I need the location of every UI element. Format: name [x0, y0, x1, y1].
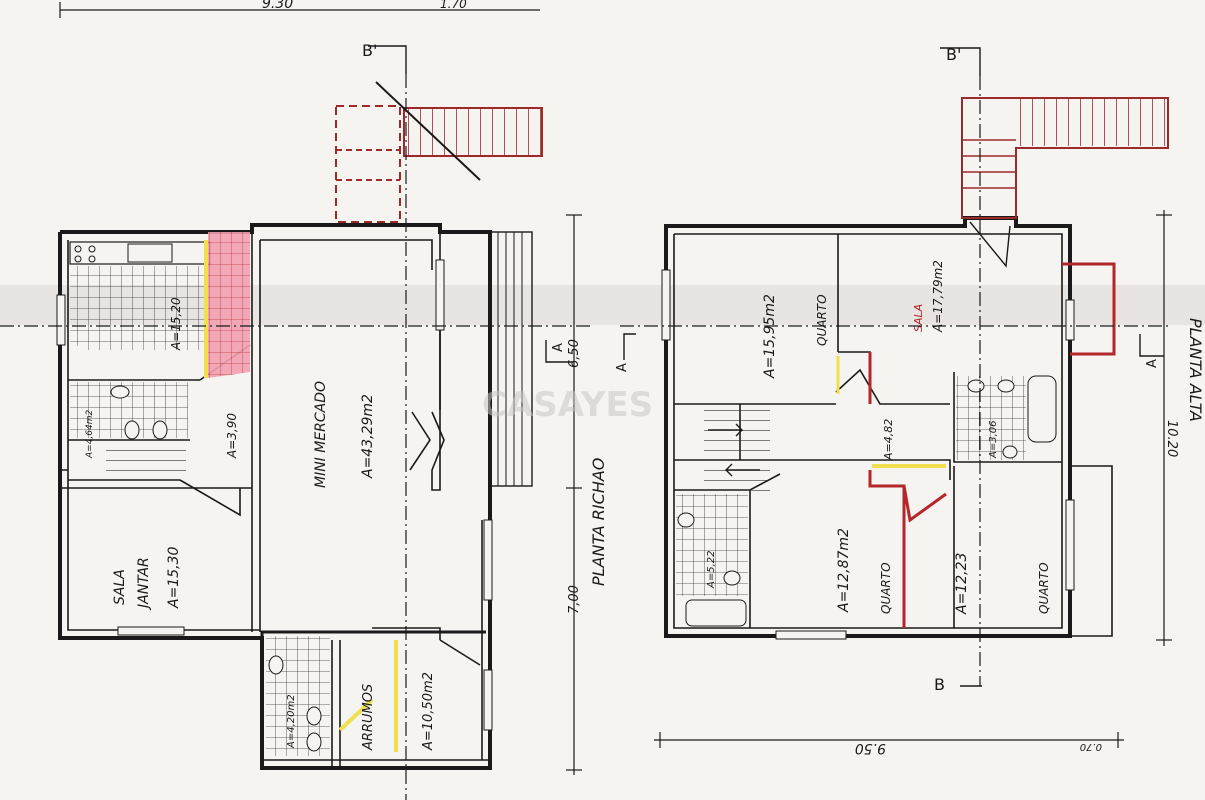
ground-right-dimension: 6,50 7,00 PLANTA RICHAO	[566, 214, 608, 775]
kitchen-demolition-zone	[208, 232, 250, 378]
sala-jantar-name-2: JANTAR	[136, 557, 152, 611]
stove-burner-icon	[88, 255, 96, 263]
quarto3-area: A=12,23	[954, 553, 970, 615]
wc2-area-label: A=4,20m2	[286, 694, 297, 749]
kitchen: A=15,20	[69, 232, 250, 378]
watermark: CASAYES	[482, 385, 653, 425]
quarto1-area: A=15,95m2	[762, 294, 778, 379]
upper-red-modifications	[868, 262, 1116, 628]
upper-section-line-b: B' B	[934, 45, 982, 694]
upper-floor-title: PLANTA ALTA	[1186, 318, 1205, 422]
yellow-partition-mark	[338, 640, 398, 752]
upper-section-b-label: B	[934, 675, 945, 694]
ground-dim-top: 9.30	[262, 0, 293, 12]
ground-dim-right-total: 7,00	[567, 585, 582, 614]
quarto3-name: QUARTO	[1037, 562, 1051, 614]
sala-jantar-room: SALA JANTAR A=15,30	[112, 547, 182, 611]
corridor-area: A=4,82	[882, 419, 895, 461]
upper-windows	[661, 269, 1075, 640]
ground-top-dimension: 9.30 1.70	[59, 0, 540, 18]
ground-external-stairs	[335, 81, 543, 223]
upper-external-stairs	[961, 97, 1169, 268]
upper-floor-plan: A=3,06 A=5,22 A=15,95m2 QUARTO SALA A=17…	[615, 45, 1205, 756]
upper-bottom-dimension: 9.50 0.70	[654, 732, 1124, 756]
stove-burner-icon	[74, 245, 82, 253]
upper-section-a-label-left: A	[615, 363, 630, 372]
minimercado-name: MINI MERCADO	[313, 381, 329, 488]
ground-dim-top-right: 1.70	[440, 0, 467, 11]
toilet-icon	[306, 706, 322, 726]
kitchen-area-label: A=15,20	[169, 297, 183, 351]
wc-area-label: A=4,64m2	[85, 409, 95, 459]
washbasin-icon	[110, 385, 130, 399]
upper-section-b-prime-label: B'	[946, 45, 961, 64]
sink-icon	[127, 243, 173, 263]
minimercado-room: MINI MERCADO A=43,29m2	[313, 381, 445, 488]
kitchen-counter	[69, 241, 211, 265]
upper-dim-bottom-right: 0.70	[1080, 741, 1102, 752]
arrumos-room: ARRUMOS A=10,50m2	[338, 640, 436, 752]
kitchen-tile-side	[70, 266, 86, 346]
ground-section-b-prime-label: B'	[362, 41, 377, 60]
ground-windows	[56, 259, 493, 731]
washbasin-icon	[268, 655, 284, 675]
arrumos-area: A=10,50m2	[421, 672, 436, 751]
toilet-icon	[124, 420, 140, 440]
quarto2-area: A=12,87m2	[836, 528, 852, 613]
arrumos-name: ARRUMOS	[361, 684, 376, 751]
kitchen-tile-floor	[86, 266, 206, 350]
upper-section-a-label-right: A	[1145, 359, 1160, 368]
upper-wc: A=3,06	[956, 375, 1057, 460]
sala-jantar-name-1: SALA	[112, 569, 128, 605]
bidet-icon	[1002, 445, 1018, 459]
entrance-door-icon	[409, 411, 445, 471]
upper-dim-right: 10.20	[1164, 420, 1179, 457]
ground-section-line-b: B'	[362, 41, 407, 800]
sala-jantar-area: A=15,30	[166, 547, 182, 609]
ground-dim-right-upper: 6,50	[567, 339, 582, 368]
upper-dim-bottom: 9.50	[855, 740, 886, 756]
ground-wc-2: A=4,20m2	[266, 636, 330, 756]
washbasin-icon	[967, 379, 985, 393]
upper-sala-name: SALA	[912, 304, 925, 332]
quarto2-name: QUARTO	[879, 562, 893, 614]
bathtub-icon	[685, 599, 747, 627]
stove-burner-icon	[88, 245, 96, 253]
ground-wc: A=4,64m2	[70, 382, 188, 480]
upper-internal-stairs	[704, 408, 770, 492]
stove-burner-icon	[74, 255, 82, 263]
toilet-icon	[997, 379, 1015, 393]
bathtub-icon	[1027, 375, 1057, 443]
upper-right-dimension: 10.20 PLANTA ALTA	[1156, 210, 1205, 646]
bidet-icon	[152, 420, 168, 440]
ground-floor-plan: 9.30 1.70	[0, 0, 608, 800]
minimercado-area: A=43,29m2	[360, 394, 376, 479]
hall-area-label: A=3,90	[225, 413, 239, 459]
ground-front-stairs	[489, 231, 533, 487]
washbasin-icon	[677, 512, 695, 528]
bidet-icon	[306, 732, 322, 752]
toilet-icon	[723, 570, 741, 586]
ground-section-line-a: A	[0, 325, 590, 363]
upper-wc-area: A=3,06	[988, 421, 999, 460]
wc-stairs	[106, 446, 186, 480]
upper-wc-2: A=5,22	[676, 494, 748, 627]
ground-floor-title: PLANTA RICHAO	[589, 458, 608, 586]
ground-section-a-label: A	[551, 343, 566, 352]
upper-sala-area: A=17,79m2	[931, 260, 945, 333]
upper-wc2-area: A=5,22	[706, 551, 717, 590]
upper-section-line-a: A A	[615, 325, 1170, 372]
quarto1-name: QUARTO	[815, 294, 829, 346]
